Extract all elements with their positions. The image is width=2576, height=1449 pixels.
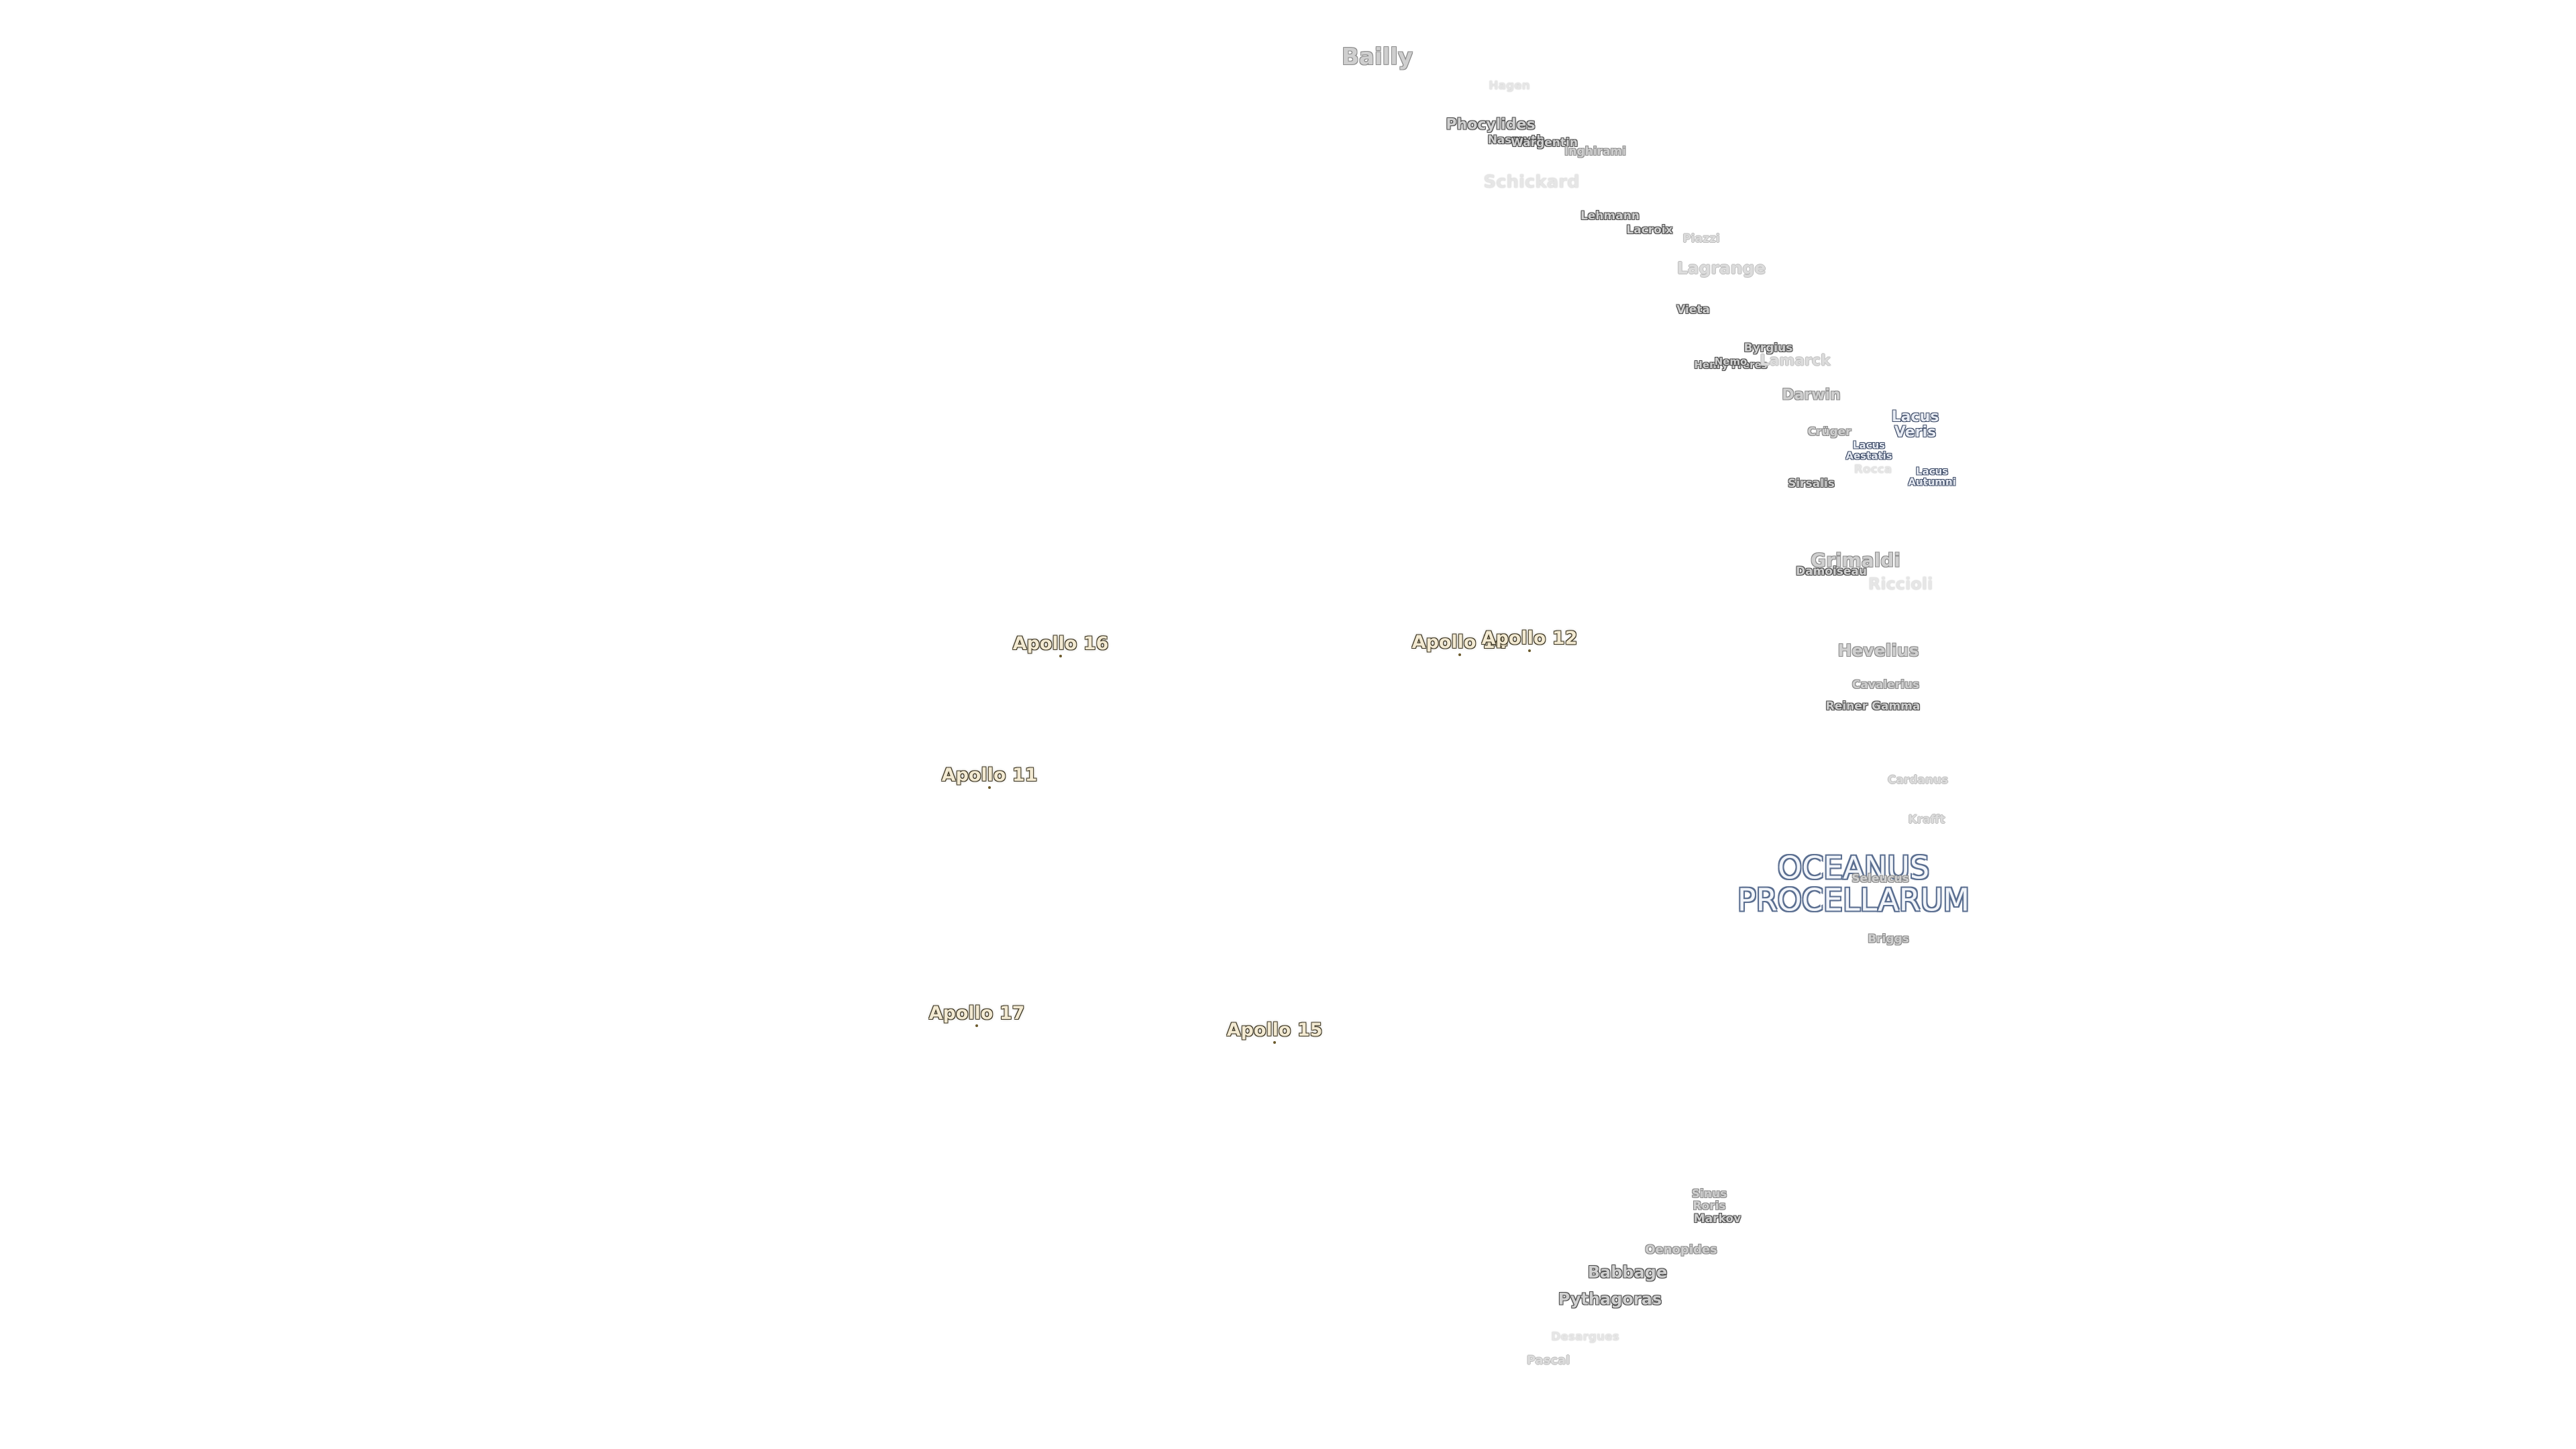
apollo-site-label[interactable]: Apollo 15 <box>1226 1019 1323 1040</box>
label-krafft: Krafft <box>1908 813 1945 827</box>
label-markov: Markov <box>1693 1212 1741 1226</box>
apollo-site-marker-icon <box>975 1024 978 1027</box>
label-lamarck: Lamarck <box>1760 352 1831 370</box>
label-desargues: Desargues <box>1551 1330 1619 1344</box>
label-cruger: Crüger <box>1807 425 1851 439</box>
label-sinus-roris: Sinus Roris <box>1691 1187 1727 1213</box>
label-hagen: Hagen <box>1489 79 1530 93</box>
label-lacus-veris: Lacus Veris <box>1891 408 1939 441</box>
apollo-site-marker-icon <box>1528 649 1531 652</box>
label-bailly: Bailly <box>1342 44 1413 71</box>
label-riccioli: Riccioli <box>1868 574 1933 594</box>
label-vieta: Vieta <box>1676 303 1710 317</box>
label-cardanus: Cardanus <box>1887 773 1949 788</box>
apollo-site-marker-icon <box>1059 655 1062 657</box>
apollo-site-label[interactable]: Apollo 17 <box>928 1002 1025 1024</box>
label-oenopides: Oenopides <box>1645 1242 1717 1257</box>
label-briggs: Briggs <box>1868 932 1909 947</box>
label-wargentin: Wargentin <box>1511 136 1578 150</box>
apollo-site-marker-icon <box>988 786 991 789</box>
label-seleucus: Seleucus <box>1851 872 1909 886</box>
label-nasmyth: Nasmyth <box>1487 133 1545 148</box>
label-damoiseau: Damoiseau <box>1795 565 1868 579</box>
label-babbage: Babbage <box>1587 1263 1668 1282</box>
apollo-site-label[interactable]: Apollo 11 <box>941 764 1038 786</box>
label-pythagoras: Pythagoras <box>1558 1289 1662 1309</box>
label-lehmann: Lehmann <box>1580 209 1640 223</box>
label-henry-freres: Henry Frères <box>1694 359 1768 372</box>
label-piazzi: Piazzi <box>1682 232 1720 246</box>
label-lagrange: Lagrange <box>1676 258 1766 278</box>
label-rocca: Rocca <box>1854 463 1892 477</box>
apollo-site-marker-icon <box>1273 1041 1276 1044</box>
apollo-site-label[interactable]: Apollo 12 <box>1481 627 1578 649</box>
label-schickard: Schickard <box>1483 172 1580 193</box>
label-lacroix: Lacroix <box>1626 223 1673 237</box>
label-pascal: Pascal <box>1526 1353 1570 1368</box>
label-lacus-aestatis: Lacus Aestatis <box>1845 439 1892 462</box>
apollo-site-label[interactable]: Apollo 16 <box>1012 633 1109 654</box>
label-darwin: Darwin <box>1782 386 1841 404</box>
label-cavalerius: Cavalerius <box>1851 678 1920 692</box>
label-inghirami: Inghirami <box>1564 145 1626 159</box>
label-grimaldi: Grimaldi <box>1811 549 1900 572</box>
label-oceanus-procellarum: OCEANUS PROCELLARUM <box>1737 849 1970 918</box>
label-nemo: Nemo <box>1714 356 1748 368</box>
apollo-site-label[interactable]: Apollo 14 <box>1411 631 1508 653</box>
label-reiner-gamma: Reiner Gamma <box>1825 700 1921 714</box>
label-hevelius: Hevelius <box>1837 640 1919 660</box>
label-lacus-autumni: Lacus Autumni <box>1908 465 1956 488</box>
label-sirsalis: Sirsalis <box>1788 477 1835 491</box>
label-byrgius: Byrgius <box>1743 341 1793 356</box>
apollo-site-marker-icon <box>1458 653 1461 656</box>
label-phocylides: Phocylides <box>1446 116 1536 133</box>
